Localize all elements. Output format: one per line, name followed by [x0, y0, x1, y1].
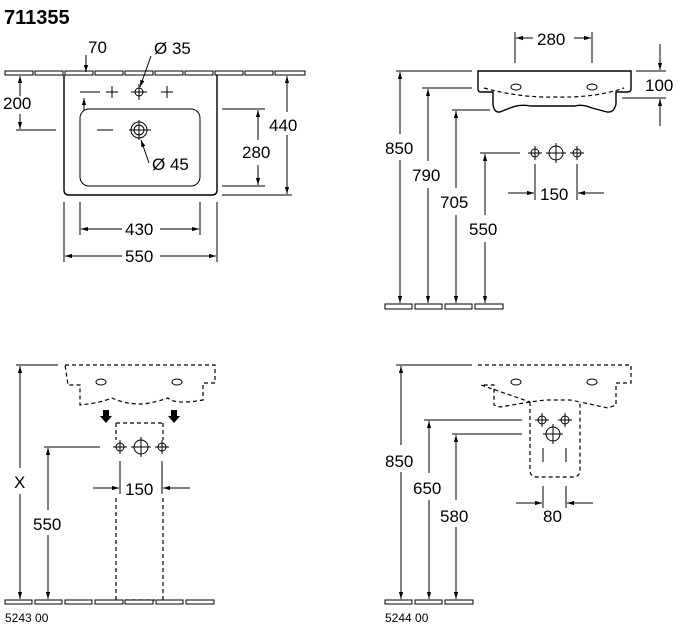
dim-790: 790	[412, 166, 440, 185]
dim-550-outlet: 550	[469, 220, 497, 239]
dim-650: 650	[413, 479, 441, 498]
dim-580: 580	[440, 507, 468, 526]
dim-150: 150	[125, 480, 153, 499]
wall-strip	[4, 70, 306, 76]
dim-440: 440	[269, 116, 297, 135]
dim-80: 80	[543, 507, 562, 526]
dim-70: 70	[88, 38, 107, 57]
siphon-view: 80 850 650 580 5244 00	[384, 364, 632, 625]
dim-280: 280	[242, 143, 270, 162]
basin-side-outline	[477, 70, 632, 113]
dim-drain-diameter: Ø 45	[152, 155, 189, 174]
basin-dashed-outline	[64, 364, 216, 406]
arrow-down-icon	[100, 410, 112, 423]
dim-x: X	[14, 473, 25, 492]
pedestal-dashed	[115, 422, 164, 601]
siphon-cover-dashed	[529, 399, 581, 478]
dim-550: 550	[125, 247, 153, 266]
dim-705: 705	[440, 193, 468, 212]
floor	[384, 303, 504, 310]
dim-430: 430	[125, 220, 153, 239]
pedestal-article-number: 5243 00	[5, 611, 49, 625]
side-view: 280 100 850 790 705 550 150	[384, 30, 673, 310]
bowl-outline	[79, 108, 201, 187]
siphon-article-number: 5244 00	[385, 611, 429, 625]
drain-icon	[97, 120, 151, 140]
dim-550: 550	[33, 515, 61, 534]
arrow-down-icon	[168, 410, 180, 423]
basin-dashed-outline	[478, 364, 632, 409]
tap-holes	[80, 84, 173, 100]
top-view: 70 Ø 35 200 Ø 45 280 440 430 550	[3, 38, 306, 266]
dim-100: 100	[645, 76, 673, 95]
product-number: 711355	[4, 7, 70, 29]
dim-280-holes: 280	[537, 30, 565, 49]
dim-850: 850	[385, 452, 413, 471]
pedestal-view: 150 X 550 5243 00	[4, 364, 216, 625]
floor	[4, 599, 215, 605]
dim-hole-diameter: Ø 35	[154, 39, 191, 58]
supply-holes	[535, 413, 572, 444]
basin-outline	[63, 75, 218, 196]
floor	[384, 599, 474, 605]
supply-holes	[528, 143, 584, 163]
supply-holes	[113, 437, 169, 457]
dim-850: 850	[385, 139, 413, 158]
dim-150: 150	[540, 185, 568, 204]
dim-200: 200	[3, 94, 31, 113]
